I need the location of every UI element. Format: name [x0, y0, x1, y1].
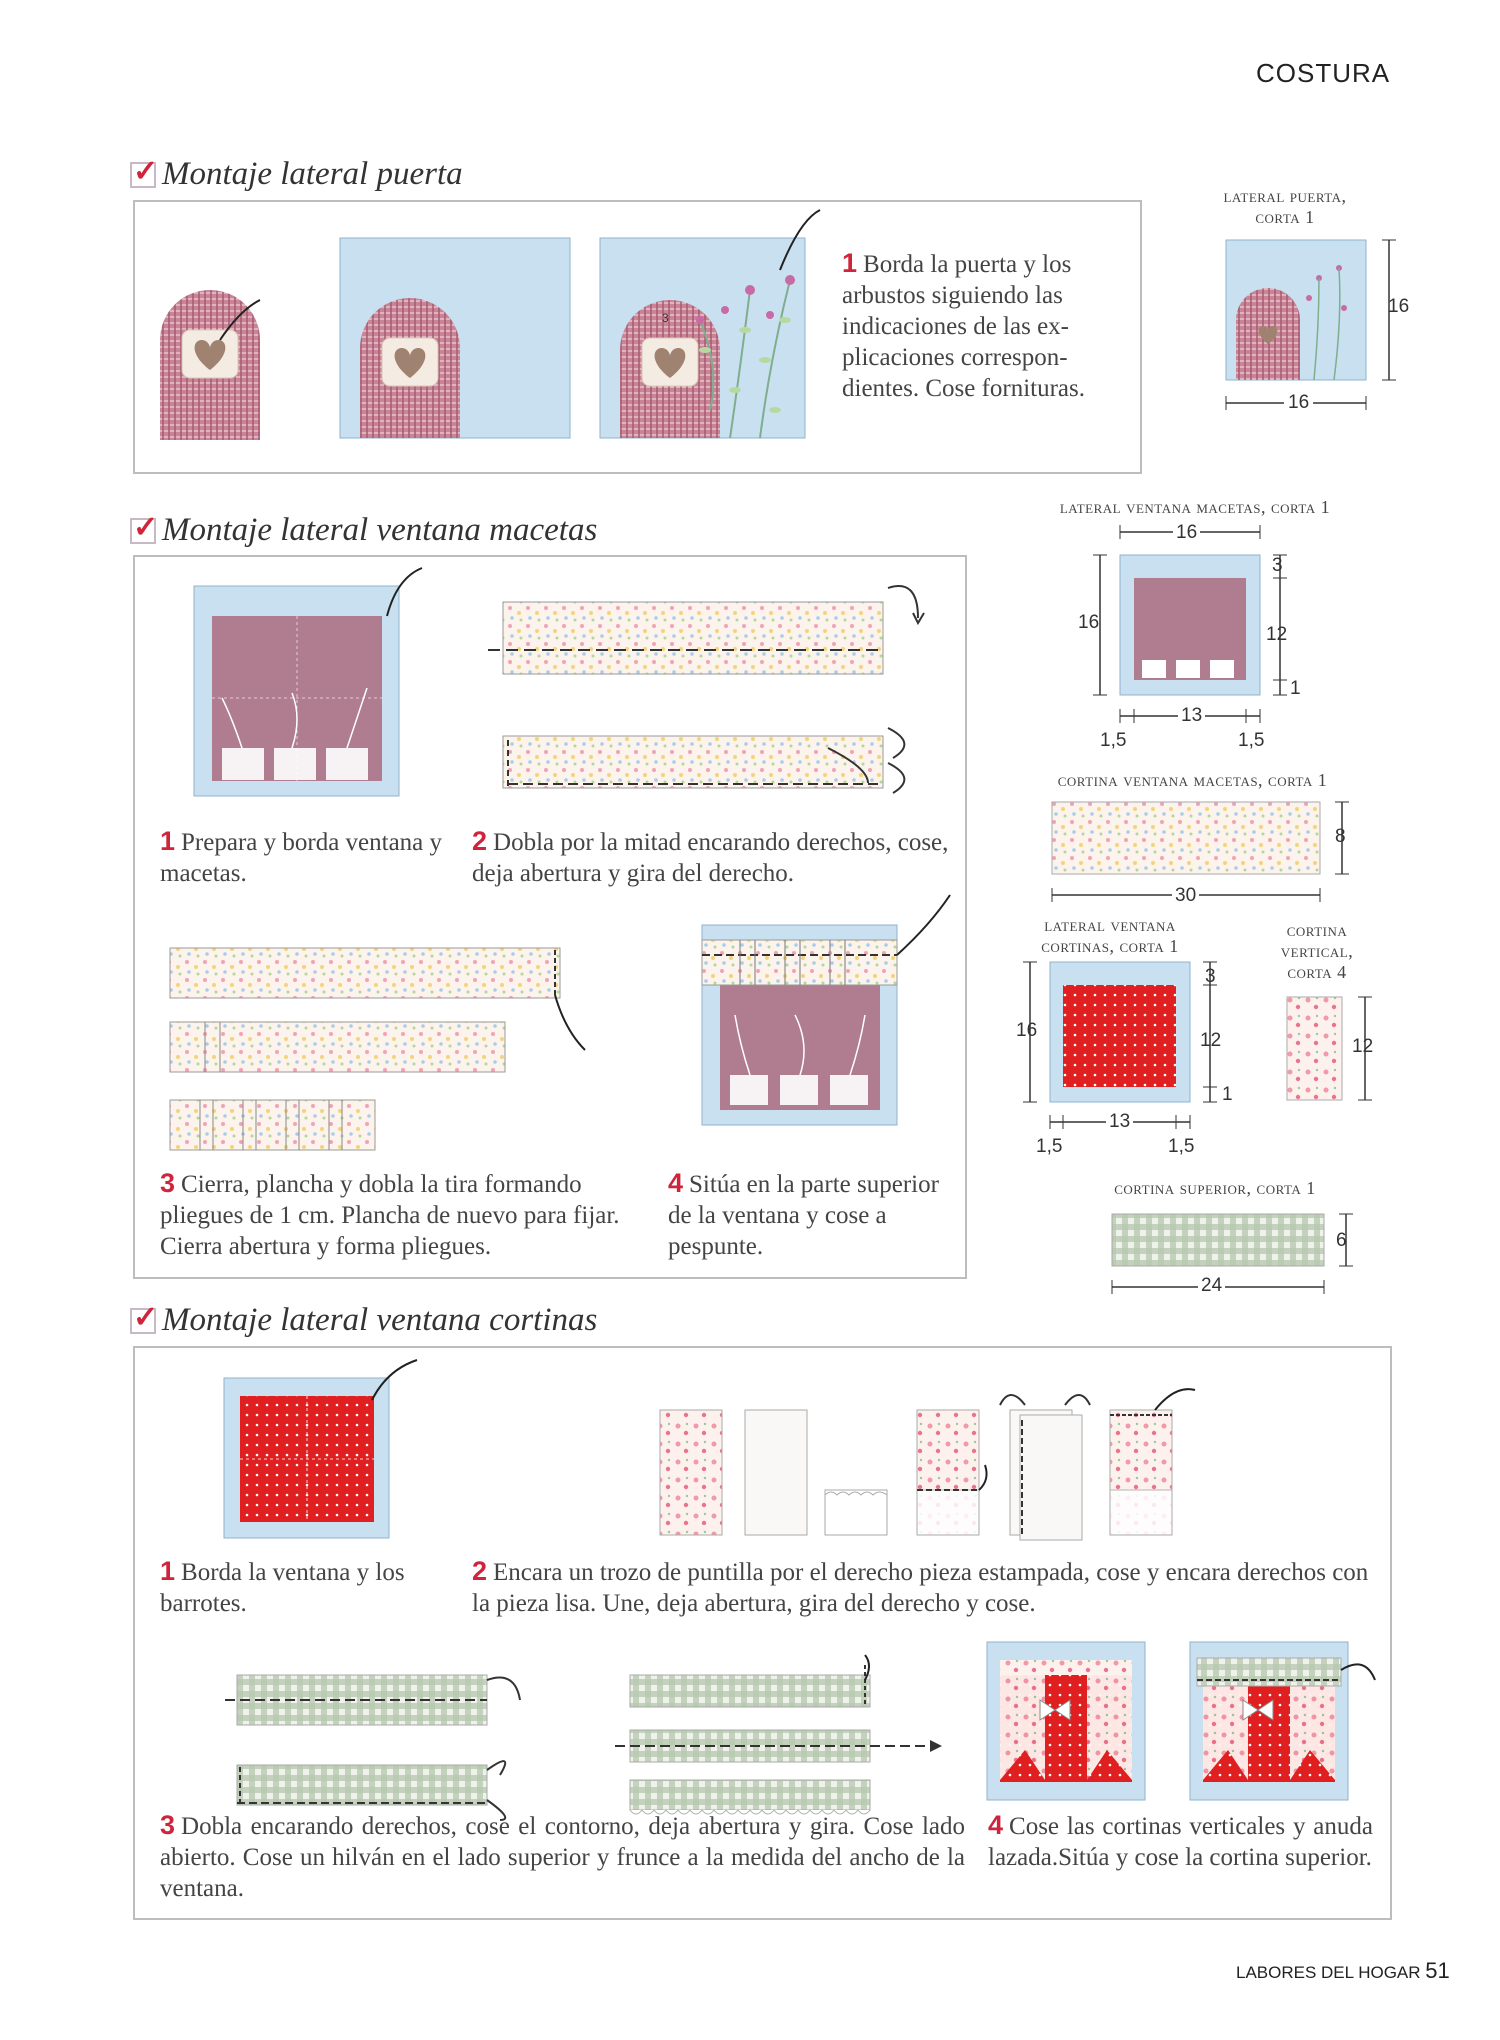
pattern-label-cortina-macetas: cortina ventana macetas, corta 1 [1057, 770, 1328, 790]
door-illustration-1 [160, 290, 261, 440]
window-polka-illustration [223, 1359, 418, 1539]
dim-lateral-puerta-height: 16 [1388, 296, 1410, 317]
pattern-cortina-macetas [1051, 801, 1349, 902]
dim-macetas-right-top: 3 [1272, 555, 1283, 576]
pattern-lateral-cortinas [1023, 961, 1217, 1129]
checkmark-icon [130, 510, 158, 545]
checkmark-icon [130, 154, 158, 189]
pattern-label-lateral-puerta: lateral puerta, corta 1 [1223, 186, 1347, 227]
section-title-text: Montaje lateral ventana cortinas [162, 1302, 598, 1338]
dim-cortina-superior-height: 6 [1336, 1230, 1347, 1251]
gingham-strips-illustration [225, 1654, 942, 1821]
dim-cortina-macetas-height: 8 [1335, 826, 1346, 847]
checkmark-icon [130, 1300, 158, 1335]
dim-macetas-left: 16 [1078, 612, 1100, 633]
section-title-text: Montaje lateral ventana macetas [162, 512, 598, 548]
dim-cortina-macetas-width: 30 [1172, 885, 1200, 907]
window-macetas-illustration [193, 567, 423, 797]
pattern-label-cortina-vertical: cortina vertical, corta 4 [1280, 920, 1354, 982]
dim-macetas-right-mid: 12 [1266, 624, 1288, 645]
pattern-lateral-puerta [1225, 239, 1396, 410]
door-illustration-2 [339, 237, 571, 439]
dim-cortina-superior-width: 24 [1198, 1275, 1226, 1297]
section-title-macetas: Montaje lateral ventana macetas [130, 510, 598, 549]
dim-lateral-cortinas-left: 16 [1016, 1020, 1038, 1041]
section-title-cortinas: Montaje lateral ventana cortinas [130, 1300, 598, 1339]
window-pleated-top-illustration [701, 894, 951, 1126]
dim-macetas-bottom-right: 1,5 [1238, 730, 1265, 751]
pattern-label-lateral-cortinas: lateral ventana cortinas, corta 1 [1041, 915, 1179, 956]
pattern-label-cortina-superior: cortina superior, corta 1 [1114, 1178, 1316, 1198]
dim-lateral-puerta-width: 16 [1284, 392, 1314, 414]
strip-fold-illustration [488, 585, 925, 794]
pattern-cortina-vertical [1286, 996, 1372, 1101]
pattern-lateral-macetas [1093, 525, 1287, 723]
pattern-cortina-superior [1111, 1213, 1353, 1294]
section-title-text: Montaje lateral puerta [162, 156, 463, 192]
dim-lateral-cortinas-right-top: 3 [1205, 966, 1216, 987]
door-bushes-illustration: 3 [599, 209, 821, 439]
section-label: COSTURA [1256, 58, 1391, 88]
dim-lateral-cortinas-right-bot: 1 [1222, 1084, 1233, 1105]
dim-macetas-top: 16 [1173, 522, 1201, 544]
dim-lateral-cortinas-bottom-mid: 13 [1106, 1111, 1134, 1133]
finished-windows-illustration [986, 1641, 1376, 1801]
dim-lateral-cortinas-bottom-right: 1,5 [1168, 1136, 1195, 1157]
pattern-label-macetas: lateral ventana macetas, corta 1 [1059, 497, 1331, 517]
footer: LABORES DEL HOGAR 51 [1236, 1958, 1450, 1984]
panel-macetas [133, 555, 967, 1279]
dim-lateral-cortinas-bottom-left: 1,5 [1036, 1136, 1063, 1157]
dim-lateral-cortinas-right-mid: 12 [1200, 1030, 1222, 1051]
svg-text:3: 3 [662, 311, 669, 325]
dim-macetas-bottom-left: 1,5 [1100, 730, 1127, 751]
page-number: 51 [1425, 1958, 1450, 1983]
section-title-puerta: Montaje lateral puerta [130, 154, 463, 193]
dim-macetas-bottom-mid: 13 [1178, 705, 1206, 727]
pleat-strips-illustration [169, 947, 586, 1151]
dim-cortina-vertical-height: 12 [1352, 1036, 1374, 1057]
dim-macetas-right-bot: 1 [1290, 678, 1301, 699]
magazine-name: LABORES DEL HOGAR [1236, 1963, 1421, 1982]
curtain-pieces-illustration [659, 1388, 1196, 1541]
